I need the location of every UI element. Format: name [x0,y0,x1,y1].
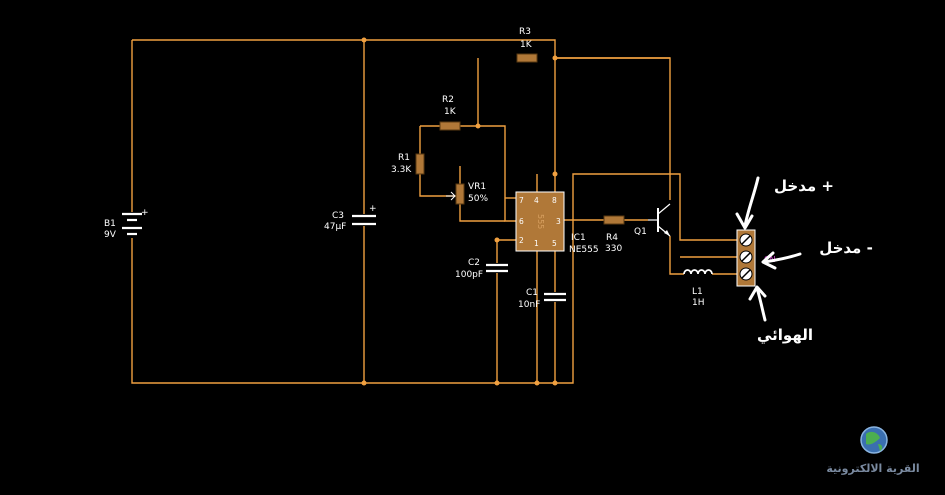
c1-ref: C1 [526,288,538,298]
r2-ref: R2 [442,95,454,105]
label-antenna: الهوائي [757,326,813,344]
vr1-ref: VR1 [468,182,486,192]
label-input-plus: مدخل + [774,177,834,195]
junction-dot [494,380,500,386]
resistor-r2[interactable]: R2 1K [439,95,461,131]
wire-left-rail [131,40,738,384]
ic-pin-5: 5 [552,239,557,248]
transistor-q1[interactable]: Q1 [634,203,671,237]
cn-ref: CN [764,255,776,264]
r1-ref: R1 [398,153,410,163]
ic-pin-8: 8 [552,196,557,205]
c3-ref: C3 [332,211,344,221]
l1-ref: L1 [692,287,703,297]
connector-cn[interactable]: CN [736,229,776,287]
ic-pin-4: 4 [534,196,539,205]
arrow-input-minus-icon [761,251,802,270]
junction-dot [475,123,481,129]
r2-value: 1K [444,107,457,117]
junction-dot [552,55,558,61]
junction-dot [361,380,367,386]
annotations: مدخل + مدخل - الهوائي [735,176,873,344]
inductor-l1[interactable]: L1 1H [683,269,713,308]
wire-top-rail [132,39,556,196]
junction-dot [361,37,367,43]
l1-value: 1H [692,298,705,308]
arrow-antenna-icon [748,285,767,322]
ic1-ne555[interactable]: 7 4 8 6 3 2 1 5 555 IC1 NE555 [515,191,599,255]
resistor-r4[interactable]: R4 330 [603,215,625,254]
potentiometer-vr1[interactable]: VR1 50% [446,182,488,205]
c1-value: 10nF [518,300,540,310]
c2-ref: C2 [468,258,480,268]
battery-b1[interactable]: + B1 9V [104,208,149,240]
ic-pin-3: 3 [556,217,561,226]
watermark-text: القرية الالكترونية [826,462,919,475]
b1-value: 9V [104,230,117,240]
r3-value: 1K [520,40,533,50]
screw-terminal-3 [739,267,753,281]
screw-terminal-2 [739,250,753,264]
ic-body-text: 555 [536,214,545,229]
battery-polarity: + [141,208,149,218]
junctions [361,37,558,386]
resistor-r1[interactable]: R1 3.3K [391,153,425,175]
c3-value: 47µF [324,222,346,232]
wires [131,39,738,384]
ic-pin-6: 6 [519,217,524,226]
junction-dot [552,171,558,177]
arrow-input-plus-icon [735,176,760,230]
ic-pin-7: 7 [519,196,524,205]
wire-r3 [555,57,671,198]
r1-value: 3.3K [391,165,412,175]
capacitor-c1[interactable]: C1 10nF [518,288,566,310]
q1-ref: Q1 [634,227,647,237]
c3-polarity: + [369,204,377,214]
ic1-ref: IC1 [571,233,586,243]
junction-dot [534,380,540,386]
ic-pin-2: 2 [519,236,524,245]
c2-value: 100pF [455,270,483,280]
junction-dot [494,237,500,243]
ic1-value: NE555 [569,245,599,255]
screw-terminal-1 [739,233,753,247]
r3-ref: R3 [519,27,531,37]
capacitor-c3[interactable]: + C3 47µF [324,204,377,232]
vr1-value: 50% [468,194,488,204]
junction-dot [552,380,558,386]
wire-r1 [419,126,456,197]
wire-q1-emitter [669,236,684,275]
r4-ref: R4 [606,233,618,243]
ic-pin-1: 1 [534,239,539,248]
label-input-minus: مدخل - [819,239,873,257]
b1-ref: B1 [104,219,116,229]
watermark: القرية الالكترونية [826,426,920,475]
r4-value: 330 [605,244,622,254]
resistor-r3[interactable]: R3 1K [516,27,538,63]
capacitor-c2[interactable]: C2 100pF [455,258,508,280]
wire-r2 [420,125,516,222]
